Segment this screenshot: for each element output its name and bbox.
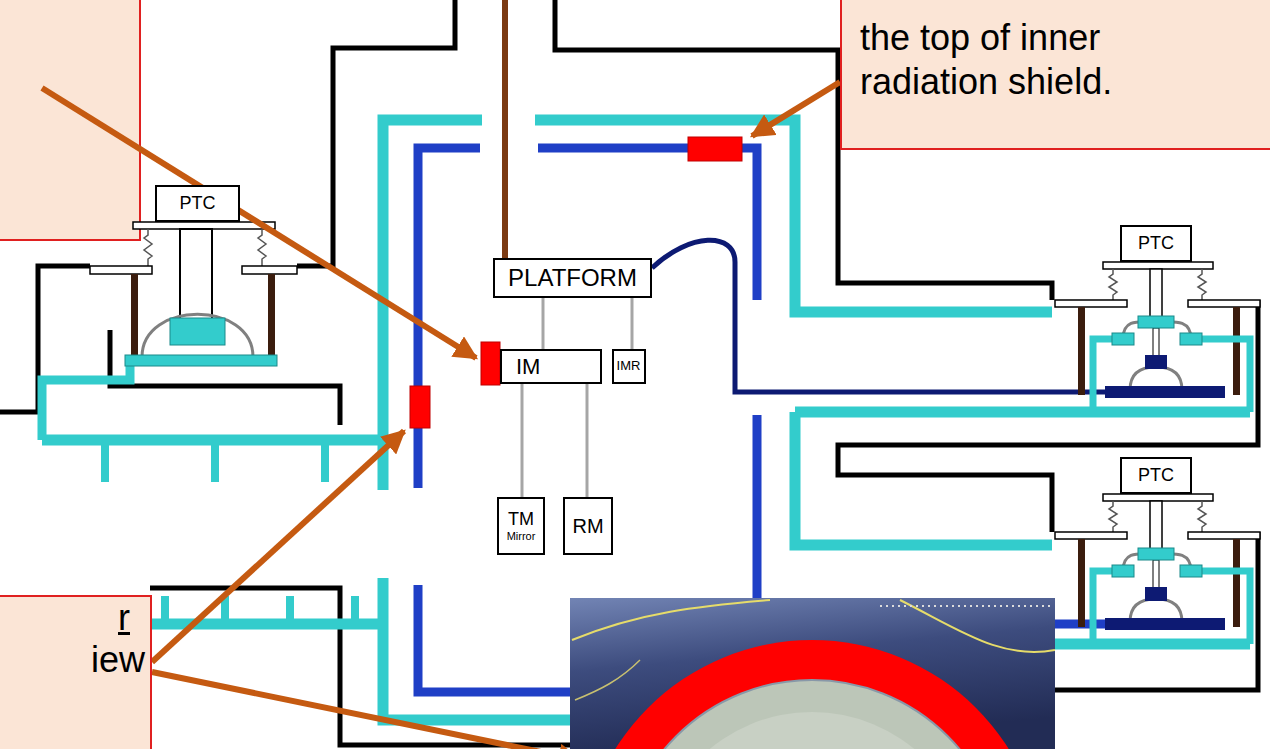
suspension-rod (502, 0, 508, 258)
spring (144, 229, 152, 268)
process-box: IM (500, 349, 602, 384)
connector-line (542, 298, 545, 349)
node-label: PLATFORM (508, 264, 637, 292)
support-post (131, 274, 138, 358)
leader-arrow (152, 672, 580, 749)
red-ring (580, 640, 1044, 749)
fin (105, 440, 325, 482)
side-plate (90, 266, 152, 274)
photo-lens (652, 712, 972, 749)
shield-wall (795, 407, 1250, 418)
cold-head (180, 229, 212, 319)
callout-text: r (118, 597, 130, 639)
shield-wall (383, 578, 575, 720)
photo-detail (880, 605, 1050, 607)
photo-detail (572, 600, 770, 640)
photo-detail (900, 600, 1055, 652)
node-label: Mirror (507, 530, 536, 543)
photo (570, 598, 1055, 749)
first-stage (170, 318, 225, 345)
callout-box (0, 0, 140, 240)
callout-text: the top of inner radiation shield. (860, 16, 1160, 104)
spring (258, 229, 266, 268)
shield-wall (418, 148, 480, 488)
chamber-wall (297, 0, 455, 266)
node-label: IM (516, 354, 540, 379)
process-box: PTC (155, 185, 240, 222)
shield-wall (757, 415, 1105, 624)
process-box: IMR (612, 349, 646, 384)
fin (165, 596, 355, 624)
leader-arrow (152, 431, 404, 662)
node-label: IMR (617, 359, 641, 374)
shield-wall (418, 585, 575, 692)
process-box: PTC (1120, 225, 1192, 262)
connector-line (521, 384, 524, 497)
ptc-assembly (1055, 494, 1260, 644)
side-plate (242, 266, 297, 274)
process-box: PTC (1120, 457, 1192, 494)
callout-box: the top of inner radiation shield. (840, 0, 1270, 150)
heat-link (652, 240, 1105, 392)
node-label: TM (508, 509, 534, 530)
shield-wall (795, 412, 1052, 545)
flexible-link (142, 314, 253, 357)
node-label: PTC (1138, 465, 1174, 486)
marker (688, 137, 742, 161)
thermal-fins (42, 360, 355, 624)
process-box: TMMirror (497, 497, 545, 555)
connector-line (586, 384, 589, 497)
leader-arrow (42, 88, 476, 358)
first-stage-plate (125, 355, 277, 366)
ptc-assembly (90, 222, 297, 366)
thermal-link (42, 360, 130, 440)
ptc-assembly (1055, 262, 1260, 412)
photo-detail (575, 660, 640, 700)
leader-arrow (752, 82, 840, 136)
node-label: PTC (1138, 233, 1174, 254)
callout-text: iew (91, 639, 145, 681)
support-post (268, 274, 275, 358)
process-box: PLATFORM (493, 258, 652, 298)
process-box: RM (563, 497, 613, 555)
node-label: PTC (180, 193, 216, 214)
marker (410, 386, 430, 428)
photo-lens (620, 680, 1004, 749)
leader-arrows (42, 82, 840, 749)
callout-box: riew (0, 595, 152, 749)
connector-line (631, 298, 634, 349)
node-label: RM (572, 515, 603, 538)
marker (481, 342, 500, 385)
